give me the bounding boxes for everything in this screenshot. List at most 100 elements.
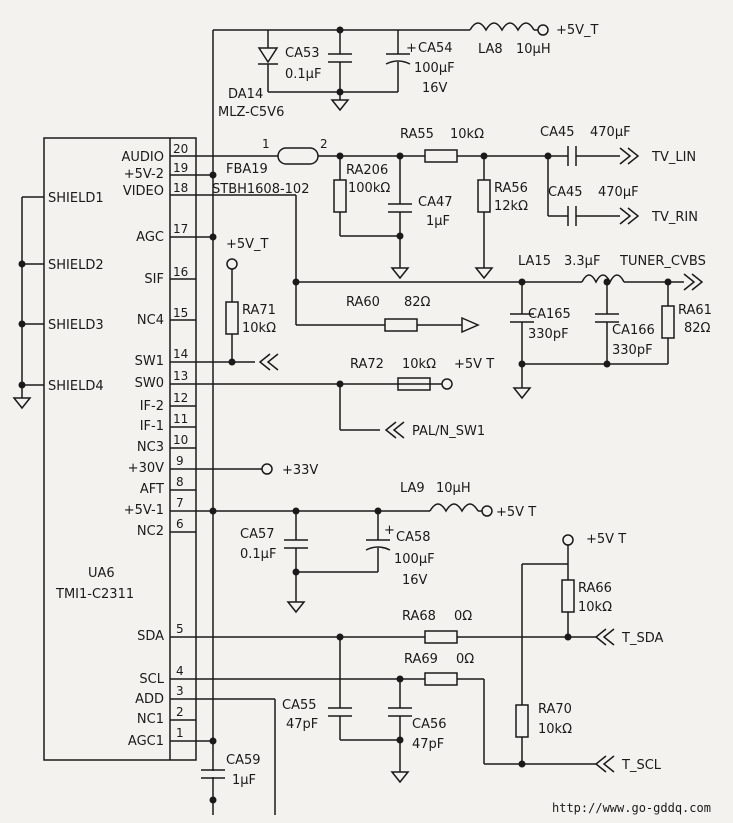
audio-net <box>196 146 640 279</box>
la9-label: LA9 <box>400 481 425 496</box>
pin-name-if2: IF-2 <box>140 399 164 414</box>
ic-ref: UA6 <box>88 566 115 581</box>
la8-value: 10μH <box>516 42 551 57</box>
fba19-label: FBA19 <box>226 162 268 177</box>
video-net <box>196 194 704 399</box>
pin-name-sif: SIF <box>144 272 164 287</box>
ic-shield2: SHIELD2 <box>48 258 104 273</box>
ca47-value: 1μF <box>426 214 450 229</box>
pin-strip <box>169 138 196 760</box>
ca45a-label: CA45 <box>540 125 575 140</box>
ra72-value: 10kΩ <box>402 357 436 372</box>
pin-name-sw1: SW1 <box>135 354 164 369</box>
pin-name-if1: IF-1 <box>140 419 164 434</box>
ra71-label: RA71 <box>242 303 276 318</box>
pin-name-aft: AFT <box>140 482 164 497</box>
pin-num-7: 7 <box>176 496 184 510</box>
ra70-value: 10kΩ <box>538 722 572 737</box>
top-supply-net <box>196 22 549 815</box>
p5vt-ra72: +5V T <box>454 357 494 372</box>
ra69-label: RA69 <box>404 652 438 667</box>
ca166-value: 330pF <box>612 343 653 358</box>
pin-name-agc1: AGC1 <box>128 734 164 749</box>
ra206-value: 100kΩ <box>348 181 390 196</box>
ca55-value: 47pF <box>286 717 318 732</box>
pin-num-15: 15 <box>173 306 188 320</box>
fb-pin1: 1 <box>262 137 270 151</box>
ca58-label: CA58 <box>396 530 431 545</box>
pin-num-14: 14 <box>173 347 188 361</box>
ca45b-value: 470μF <box>598 185 639 200</box>
ic-pin-names: AUDIO +5V-2 VIDEO AGC SIF NC4 SW1 SW0 IF… <box>122 150 165 749</box>
pin-name-nc4: NC4 <box>137 313 164 328</box>
p33v: +33V <box>282 463 318 478</box>
ra61-value: 82Ω <box>684 321 711 336</box>
ca56-label: CA56 <box>412 717 447 732</box>
ca165-value: 330pF <box>528 327 569 342</box>
pin-num-9: 9 <box>176 454 184 468</box>
ra69-value: 0Ω <box>456 652 474 667</box>
ra60-value: 82Ω <box>404 295 431 310</box>
pin-name-5v2: +5V-2 <box>124 167 164 182</box>
ra60-label: RA60 <box>346 295 380 310</box>
ca58-value: 100μF <box>394 552 435 567</box>
la9-value: 10μH <box>436 481 471 496</box>
ra68-label: RA68 <box>402 609 436 624</box>
pin-num-4: 4 <box>176 664 184 678</box>
ca57-value: 0.1μF <box>240 547 276 562</box>
ra71-value: 10kΩ <box>242 321 276 336</box>
t-sda: T_SDA <box>621 631 663 646</box>
pin-num-20: 20 <box>173 142 188 156</box>
ca57-label: CA57 <box>240 527 275 542</box>
agc-sw1-net <box>196 233 279 371</box>
ca53-label: CA53 <box>285 46 320 61</box>
ca54-value: 100μF <box>414 61 455 76</box>
ra206-label: RA206 <box>346 163 388 178</box>
la8-label: LA8 <box>478 42 503 57</box>
sw0-net <box>196 377 453 439</box>
pin-name-nc3: NC3 <box>137 440 164 455</box>
fba19-value: STBH1608-102 <box>212 182 309 197</box>
da14-label: DA14 <box>228 87 263 102</box>
p5vt-bot: +5V T <box>586 532 626 547</box>
pin-num-13: 13 <box>173 369 188 383</box>
pin-name-nc2: NC2 <box>137 524 164 539</box>
pin-name-nc1: NC1 <box>137 712 164 727</box>
ca45b-label: CA45 <box>548 185 583 200</box>
tuner-cvbs: TUNER_CVBS <box>619 254 706 269</box>
ca47-label: CA47 <box>418 195 453 210</box>
ic-body <box>43 137 197 761</box>
ra66-label: RA66 <box>578 581 612 596</box>
ca54-label: CA54 <box>418 41 453 56</box>
pin-num-16: 16 <box>173 265 188 279</box>
pin-num-10: 10 <box>173 433 188 447</box>
pin-num-1: 1 <box>176 726 184 740</box>
pin-num-5: 5 <box>176 622 184 636</box>
p5v1-net <box>196 503 493 613</box>
pin-name-sda: SDA <box>137 629 164 644</box>
add-agc1-net <box>196 698 276 815</box>
ic-shield3: SHIELD3 <box>48 318 104 333</box>
ca55-label: CA55 <box>282 698 317 713</box>
ca165-label: CA165 <box>528 307 571 322</box>
pin-name-5v1: +5V-1 <box>124 503 164 518</box>
pin-num-2: 2 <box>176 705 184 719</box>
ca58-plus: + <box>384 523 395 538</box>
p5vt-la9: +5V T <box>496 505 536 520</box>
ic-part: TMI1-C2311 <box>55 587 134 602</box>
ca54-plus: + <box>406 41 417 56</box>
ca56-value: 47pF <box>412 737 444 752</box>
pin-num-12: 12 <box>173 391 188 405</box>
pin-name-agc: AGC <box>136 230 164 245</box>
ca59-value: 1μF <box>232 773 256 788</box>
pin-name-sw0: SW0 <box>135 376 164 391</box>
ca53-value: 0.1μF <box>285 67 321 82</box>
pin-num-8: 8 <box>176 475 184 489</box>
la15-value: 3.3μF <box>564 254 600 269</box>
pin-num-18: 18 <box>173 181 188 195</box>
da14-value: MLZ-C5V6 <box>218 105 284 120</box>
ca58-value2: 16V <box>402 573 428 588</box>
shield-pins <box>13 196 44 409</box>
tv-rin: TV_RIN <box>651 210 698 225</box>
